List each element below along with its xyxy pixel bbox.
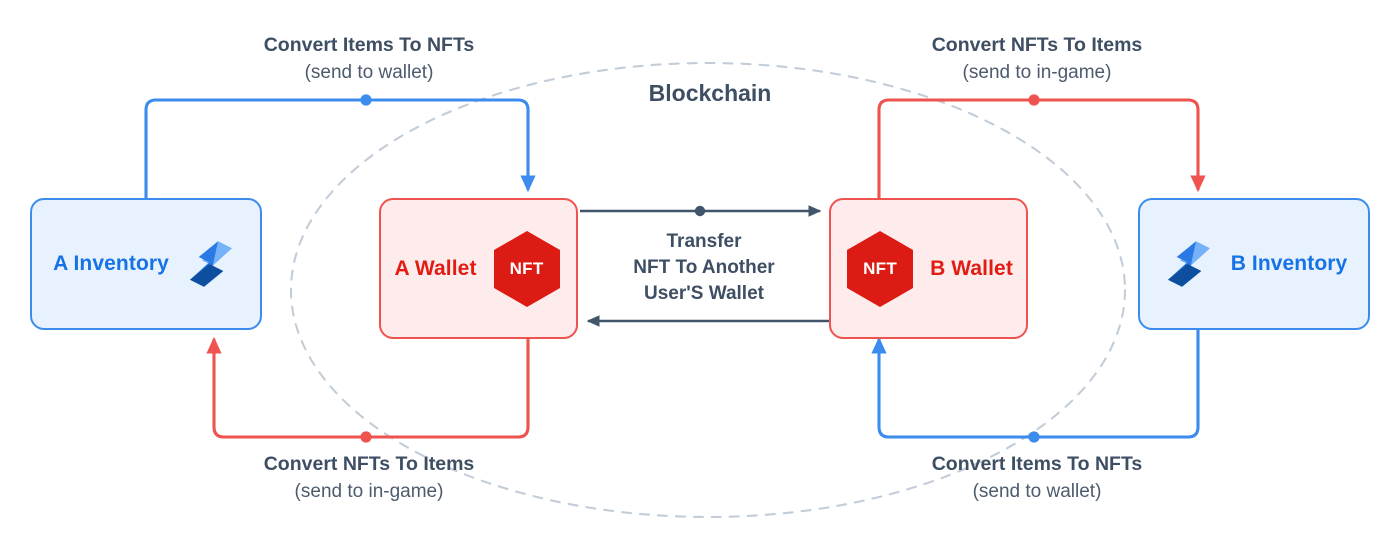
node-a-wallet-label: A Wallet xyxy=(394,256,477,280)
wire-dot-bottom-left xyxy=(360,431,372,443)
caption-bottom-left: Convert NFTs To Items (send to in-game) xyxy=(240,452,498,504)
caption-bottom-right: Convert Items To NFTs (send to wallet) xyxy=(908,452,1166,504)
blockchain-boundary-ellipse xyxy=(289,61,1127,519)
node-a-inventory[interactable]: A Inventory xyxy=(30,198,262,330)
caption-bottom-left-title: Convert NFTs To Items xyxy=(263,453,475,475)
caption-bottom-right-subtitle: (send to wallet) xyxy=(972,480,1102,502)
nft-badge-label: NFT xyxy=(509,258,544,278)
caption-top-left: Convert Items To NFTs (send to wallet) xyxy=(240,33,498,85)
transfer-label-line-2: NFT To Another xyxy=(633,257,775,279)
caption-top-right: Convert NFTs To Items (send to in-game) xyxy=(908,33,1166,85)
wire-b-wallet-to-b-inventory xyxy=(877,98,1206,198)
transfer-label: Transfer NFT To Another User'S Wallet xyxy=(584,229,824,307)
wire-b-inventory-to-b-wallet xyxy=(871,330,1200,439)
nft-hexagon-icon: NFT xyxy=(491,229,563,309)
transfer-label-line-3: User'S Wallet xyxy=(644,283,764,305)
node-b-wallet-label: B Wallet xyxy=(930,256,1013,280)
wire-dot-top-left xyxy=(360,94,372,106)
caption-top-left-title: Convert Items To NFTs xyxy=(263,34,475,56)
node-b-inventory[interactable]: B Inventory xyxy=(1138,198,1370,330)
wire-a-wallet-to-a-inventory xyxy=(206,336,530,439)
node-b-wallet[interactable]: NFT B Wallet xyxy=(829,198,1028,339)
nft-badge-label: NFT xyxy=(863,258,898,278)
node-b-inventory-label: B Inventory xyxy=(1230,252,1348,275)
nft-hexagon-icon: NFT xyxy=(844,229,916,309)
caption-top-right-title: Convert NFTs To Items xyxy=(931,34,1143,56)
caption-top-left-subtitle: (send to wallet) xyxy=(304,61,434,83)
node-a-inventory-label: A Inventory xyxy=(53,252,169,275)
caption-top-right-subtitle: (send to in-game) xyxy=(962,61,1112,83)
node-a-wallet[interactable]: A Wallet NFT xyxy=(379,198,578,339)
caption-bottom-left-subtitle: (send to in-game) xyxy=(294,480,444,502)
caption-bottom-right-title: Convert Items To NFTs xyxy=(931,453,1143,475)
inventory-bolt-icon xyxy=(183,236,239,292)
transfer-label-line-1: Transfer xyxy=(666,231,742,252)
wire-dot-transfer-top xyxy=(694,205,706,217)
wire-dot-bottom-right xyxy=(1028,431,1040,443)
blockchain-title: Blockchain xyxy=(648,80,772,106)
wire-dot-top-right xyxy=(1028,94,1040,106)
wire-a-inventory-to-a-wallet xyxy=(144,98,536,198)
inventory-bolt-icon xyxy=(1161,236,1217,292)
